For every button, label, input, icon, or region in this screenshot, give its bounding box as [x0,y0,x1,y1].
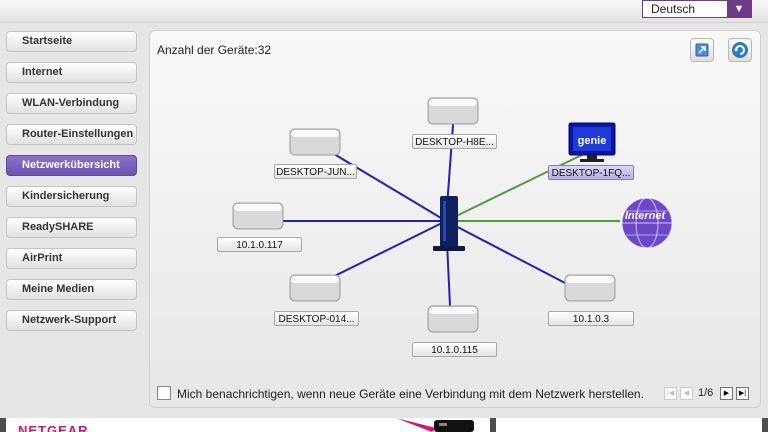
sidebar-item-label: Internet [22,66,63,78]
device-count: Anzahl der Geräte:32 [157,43,272,57]
router-admin-window: Deutsch ▼ Startseite Internet WLAN-Verbi… [0,0,768,418]
sidebar-item-label: WLAN-Verbindung [22,97,120,109]
netgear-logo: NETGEAR [18,423,89,432]
sidebar-item-readyshare[interactable]: ReadySHARE [6,217,137,238]
computer-icon[interactable] [564,274,616,302]
device-label[interactable]: DESKTOP-H8E... [412,134,497,149]
computer-icon[interactable] [427,97,479,125]
promo-device-icon [396,418,474,432]
sidebar-item-media[interactable]: Meine Medien [6,279,137,300]
sidebar-item-label: Kindersicherung [22,190,110,202]
footer-panel [496,418,762,432]
device-label[interactable]: 10.1.0.115 [412,342,497,357]
device-label[interactable]: DESKTOP-JUN... [274,164,357,179]
computer-icon[interactable] [427,305,479,333]
sidebar-item-airprint[interactable]: AirPrint [6,248,137,269]
notify-label: Mich benachrichtigen, wenn neue Geräte e… [177,387,644,401]
sidebar-item-label: ReadySHARE [22,221,94,233]
refresh-icon [732,42,748,58]
view-toggle-button[interactable] [690,38,714,62]
language-select[interactable]: Deutsch ▼ [642,0,752,18]
sidebar-item-label: Router-Einstellungen [22,128,134,140]
prev-page-icon[interactable]: ◀ [680,387,693,400]
header-bar: Deutsch ▼ [0,0,768,23]
last-page-icon[interactable]: ▶| [736,387,749,400]
language-value: Deutsch [651,2,696,16]
pager-text: 1/6 [698,387,714,399]
computer-icon[interactable] [289,274,341,302]
sidebar-item-parental-control[interactable]: Kindersicherung [6,186,137,207]
sidebar-item-label: Netzwerkübersicht [22,159,120,171]
network-map-panel: Anzahl der Geräte:32 [149,30,761,408]
internet-badge: Internet [625,210,667,222]
chevron-down-icon: ▼ [727,1,751,17]
router-icon[interactable] [433,196,465,251]
refresh-button[interactable] [728,38,752,62]
view-toggle-icon [695,43,709,57]
wireless-link [445,150,591,222]
sidebar-item-wlan[interactable]: WLAN-Verbindung [6,93,137,114]
sidebar-item-label: AirPrint [22,252,63,264]
device-label-selected[interactable]: DESKTOP-1FQ... [548,165,634,180]
footer-banner: NETGEAR [6,418,490,432]
sidebar-item-startseite[interactable]: Startseite [6,31,137,52]
notify-checkbox[interactable] [157,386,171,400]
internet-globe-icon[interactable]: Internet [621,197,673,249]
sidebar-item-label: Meine Medien [22,283,95,295]
sidebar-item-router-settings[interactable]: Router-Einstellungen [6,124,137,145]
sidebar-item-internet[interactable]: Internet [6,62,137,83]
next-page-icon[interactable]: ▶ [720,387,733,400]
device-label[interactable]: 10.1.0.117 [217,237,302,252]
sidebar-item-label: Startseite [22,35,73,47]
sidebar-item-support[interactable]: Netzwerk-Support [6,310,137,331]
computer-icon[interactable] [289,128,341,156]
genie-badge: genie [578,135,607,147]
sidebar-item-label: Netzwerk-Support [22,314,117,326]
device-label[interactable]: DESKTOP-014... [274,311,359,326]
network-diagram: genie Internet [232,97,673,333]
genie-monitor-icon[interactable]: genie [568,122,616,162]
computer-icon[interactable] [232,202,284,230]
device-label[interactable]: 10.1.0.3 [548,311,634,326]
sidebar-item-network-map[interactable]: Netzwerkübersicht [6,155,137,176]
first-page-icon[interactable]: |◀ [664,387,677,400]
